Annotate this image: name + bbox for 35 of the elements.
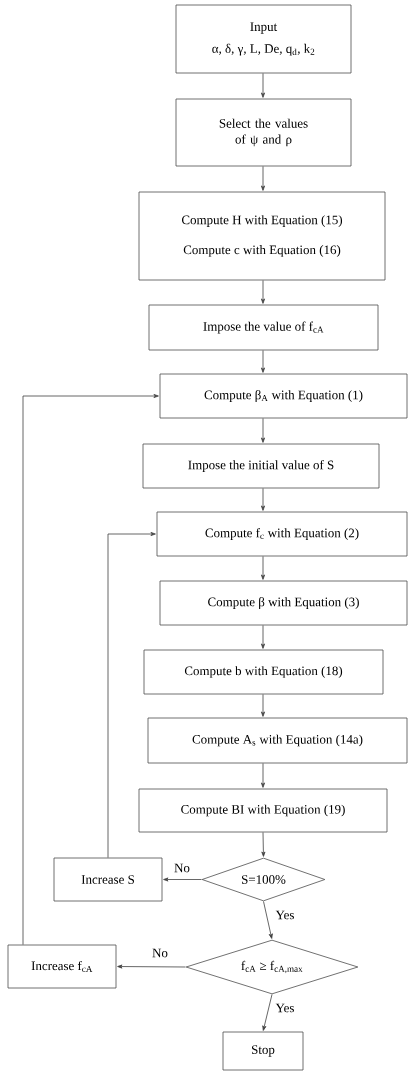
- arrow: [261, 763, 265, 788]
- process-box: Impose the value of f$_{cA}$: [148, 304, 379, 351]
- arrow: [107, 532, 156, 858]
- arrow: [261, 418, 265, 443]
- edge-label: Yes: [274, 909, 296, 921]
- process-box: Compute b with Equation (18): [143, 649, 384, 695]
- process-box: Compute H with Equation (15) Compute c with Equation (16): [138, 191, 386, 281]
- process-box: Increase S: [53, 857, 163, 902]
- process-box: Compute BI with Equation (19): [138, 788, 388, 833]
- arrow: [261, 694, 265, 717]
- process-box: Input α, δ, γ, L, De, q$_{d}$, k$_{2}$: [175, 4, 352, 74]
- arrow: [261, 73, 265, 98]
- process-box: Compute β with Equation (3): [159, 580, 408, 626]
- process-box: Compute f$_{c}$ with Equation (2): [156, 511, 408, 557]
- arrow: [262, 994, 273, 1031]
- arrow: [163, 877, 202, 882]
- arrow: [261, 166, 265, 191]
- arrow: [22, 394, 159, 945]
- process-box: Impose the initial value of S: [142, 443, 380, 489]
- arrow: [117, 964, 186, 969]
- arrow: [263, 901, 273, 939]
- arrow: [261, 280, 265, 304]
- arrow: [261, 625, 265, 649]
- edge-label: No: [173, 862, 191, 874]
- process-box: Increase f$_{cA}$: [7, 944, 117, 989]
- edge-label: Yes: [274, 1002, 296, 1014]
- arrow: [261, 350, 265, 373]
- terminal-box: Stop: [222, 1031, 304, 1071]
- edge-label: No: [151, 947, 169, 959]
- process-box: Compute A$_{s}$ with Equation (14a): [147, 717, 408, 764]
- process-box: Compute β$_{A}$ with Equation (1): [159, 373, 408, 419]
- process-box: Select the values of ψ and ρ: [175, 98, 352, 167]
- arrow: [261, 556, 265, 580]
- arrow: [261, 832, 266, 857]
- arrow: [261, 488, 265, 511]
